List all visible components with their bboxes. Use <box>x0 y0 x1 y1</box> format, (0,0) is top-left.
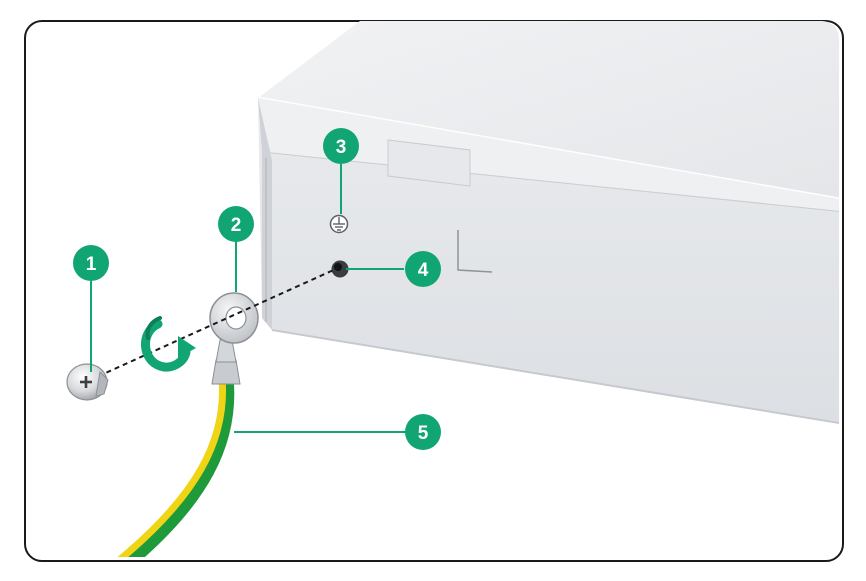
assembly-line <box>89 267 339 381</box>
ground-symbol-icon <box>329 214 349 234</box>
callout-4: 4 <box>405 251 441 287</box>
callout-1: 1 <box>73 245 109 281</box>
chassis-front-lip <box>258 98 839 212</box>
lip-notch <box>387 139 471 187</box>
svg-text:2: 2 <box>231 215 242 236</box>
svg-text:4: 4 <box>418 260 429 281</box>
leader-lines <box>90 164 406 433</box>
svg-text:3: 3 <box>336 137 347 158</box>
grounding-hole <box>331 260 349 278</box>
callout-3: 3 <box>323 128 359 164</box>
ring-terminal-icon <box>209 292 259 385</box>
chassis-left-edge <box>258 98 272 330</box>
callout-5: 5 <box>405 414 441 450</box>
svg-text:5: 5 <box>418 423 429 444</box>
grounding-cable <box>109 377 235 557</box>
screw-icon <box>66 363 109 401</box>
chassis-top <box>258 21 839 200</box>
panel-corner-mark <box>457 230 493 273</box>
callout-2: 2 <box>218 206 254 242</box>
svg-text:1: 1 <box>86 254 97 275</box>
rotation-arrow-icon <box>141 316 196 372</box>
